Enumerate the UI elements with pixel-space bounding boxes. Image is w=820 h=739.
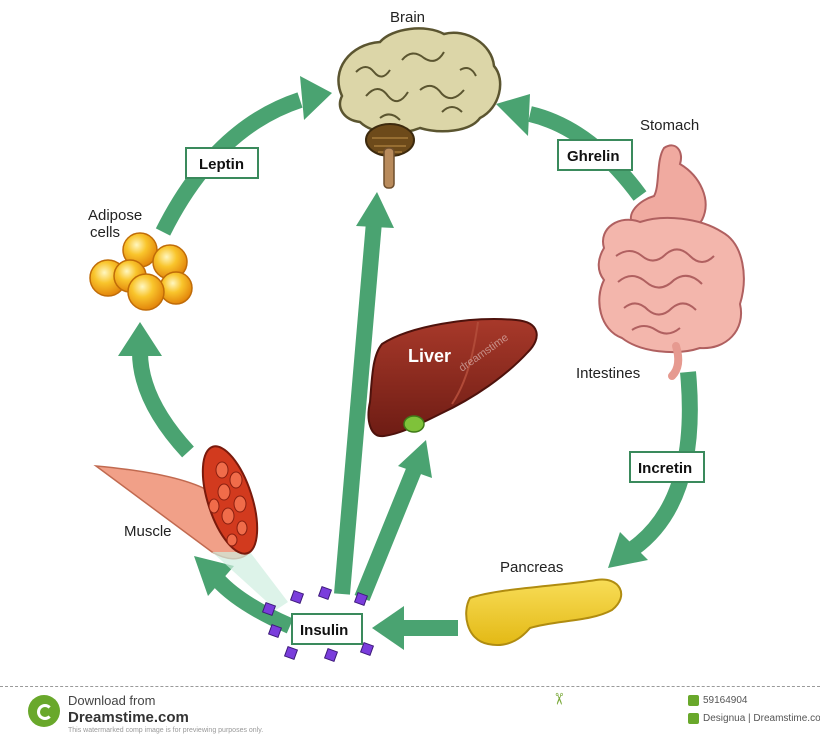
leptin-box: Leptin [186,148,258,178]
dreamstime-logo-icon [28,695,60,727]
insulin-box: Insulin [292,614,362,644]
pancreas-to-insulin-arrowhead [372,606,404,650]
ghrelin-box: Ghrelin [558,140,632,170]
insulin-to-brain-arrowhead [356,192,394,228]
incretin-box-label: Incretin [638,460,692,477]
ghrelin-arrowhead [496,94,530,136]
liver-label: Liver [408,346,451,366]
ghrelin-box-label: Ghrelin [567,148,620,165]
adipose-cells-illustration [90,233,192,310]
image-id-text: 59164904 [703,695,748,706]
leptin-box-label: Leptin [199,156,244,173]
image-credit: Designua | Dreamstime.com [688,713,820,724]
pancreas-label: Pancreas [500,559,563,576]
insulin-to-liver-arrow [362,470,414,598]
muscle-to-adipose-arrow [140,352,188,452]
image-credit-text: Designua | Dreamstime.com [703,713,820,724]
download-from-text: Download from [68,693,155,708]
scissors-icon: ✂ [549,692,569,705]
credit-badge-icon [688,713,699,724]
brain-label: Brain [390,9,425,26]
image-id: 59164904 [688,695,748,706]
brain-illustration [338,28,500,188]
cells-label: cells [90,224,120,241]
incretin-box: Incretin [630,452,704,482]
leptin-arrowhead [300,76,332,120]
stomach-label: Stomach [640,117,699,134]
adipose-label: Adipose [88,207,142,224]
watermark-note: This watermarked comp image is for previ… [68,727,263,734]
id-badge-icon [688,695,699,706]
muscle-to-adipose-arrowhead [118,322,162,356]
muscle-label: Muscle [124,523,172,540]
insulin-box-label: Insulin [300,622,348,639]
liver-illustration [369,319,537,436]
dreamstime-brand-text: Dreamstime.com [68,709,189,726]
stock-watermark-footer: Download from Dreamstime.com This waterm… [0,686,820,739]
intestines-label: Intestines [576,365,640,382]
pancreas-illustration [466,579,621,645]
